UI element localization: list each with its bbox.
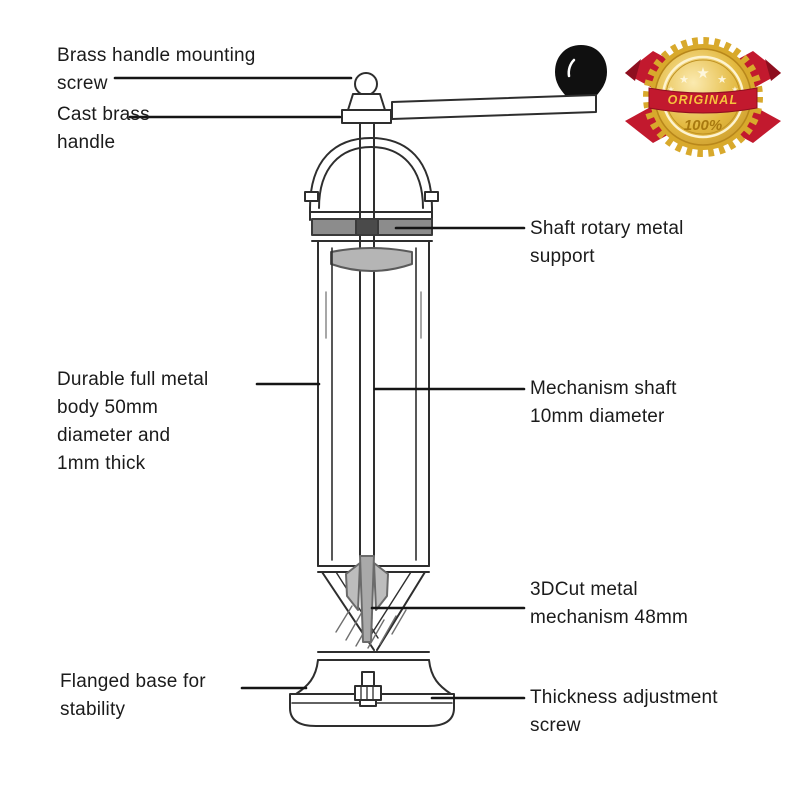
mounting-nut	[347, 93, 386, 111]
label-mechanism-shaft: Mechanism shaft 10mm diameter	[530, 378, 677, 427]
original-badge: ★ ★ ★ ★ ★ ORIGINAL 100%	[625, 37, 781, 157]
star-icon: ★	[696, 64, 709, 82]
leader-lines	[113, 76, 526, 700]
thickness-adjustment-screw	[354, 671, 382, 707]
label-brass-handle-mounting-screw: Brass handle mounting screw	[57, 45, 256, 94]
flanged-base	[289, 659, 455, 727]
crank-arm	[391, 94, 597, 120]
grinding-mechanism	[317, 555, 430, 661]
star-icon: ★	[679, 73, 689, 86]
dome-top	[304, 137, 439, 221]
label-cast-brass-handle: Cast brass handle	[57, 104, 150, 153]
label-3dcut-metal-mechanism: 3DCut metal mechanism 48mm	[530, 579, 689, 628]
crank-handle	[341, 45, 607, 124]
star-icon: ★	[717, 73, 727, 86]
metal-body	[317, 240, 430, 567]
cutter-blade-right	[373, 562, 389, 611]
label-shaft-rotary-metal-support: Shaft rotary metal support	[530, 218, 684, 267]
label-flanged-base: Flanged base for stability	[60, 671, 206, 720]
shaft-rotary-support	[309, 211, 433, 272]
badge-title: ORIGINAL	[668, 93, 739, 107]
badge-stars: ★ ★ ★ ★ ★	[667, 64, 738, 94]
badge-seal-scallop	[643, 37, 763, 157]
cutter-blade-center	[359, 555, 375, 643]
badge-banner	[648, 87, 758, 114]
handle-collar	[341, 109, 392, 124]
cutter-blade-left	[345, 562, 361, 611]
badge-subtitle: 100%	[684, 117, 722, 134]
mechanism-shaft	[359, 122, 375, 557]
label-durable-full-metal-body: Durable full metal body 50mm diameter an…	[57, 369, 209, 474]
upper-gray-band	[330, 247, 413, 272]
grinder-drawing	[289, 45, 607, 727]
star-icon: ★	[731, 85, 738, 94]
mounting-screw-knob	[354, 72, 378, 96]
label-thickness-adjustment-screw: Thickness adjustment screw	[530, 687, 718, 736]
star-icon: ★	[667, 85, 674, 94]
